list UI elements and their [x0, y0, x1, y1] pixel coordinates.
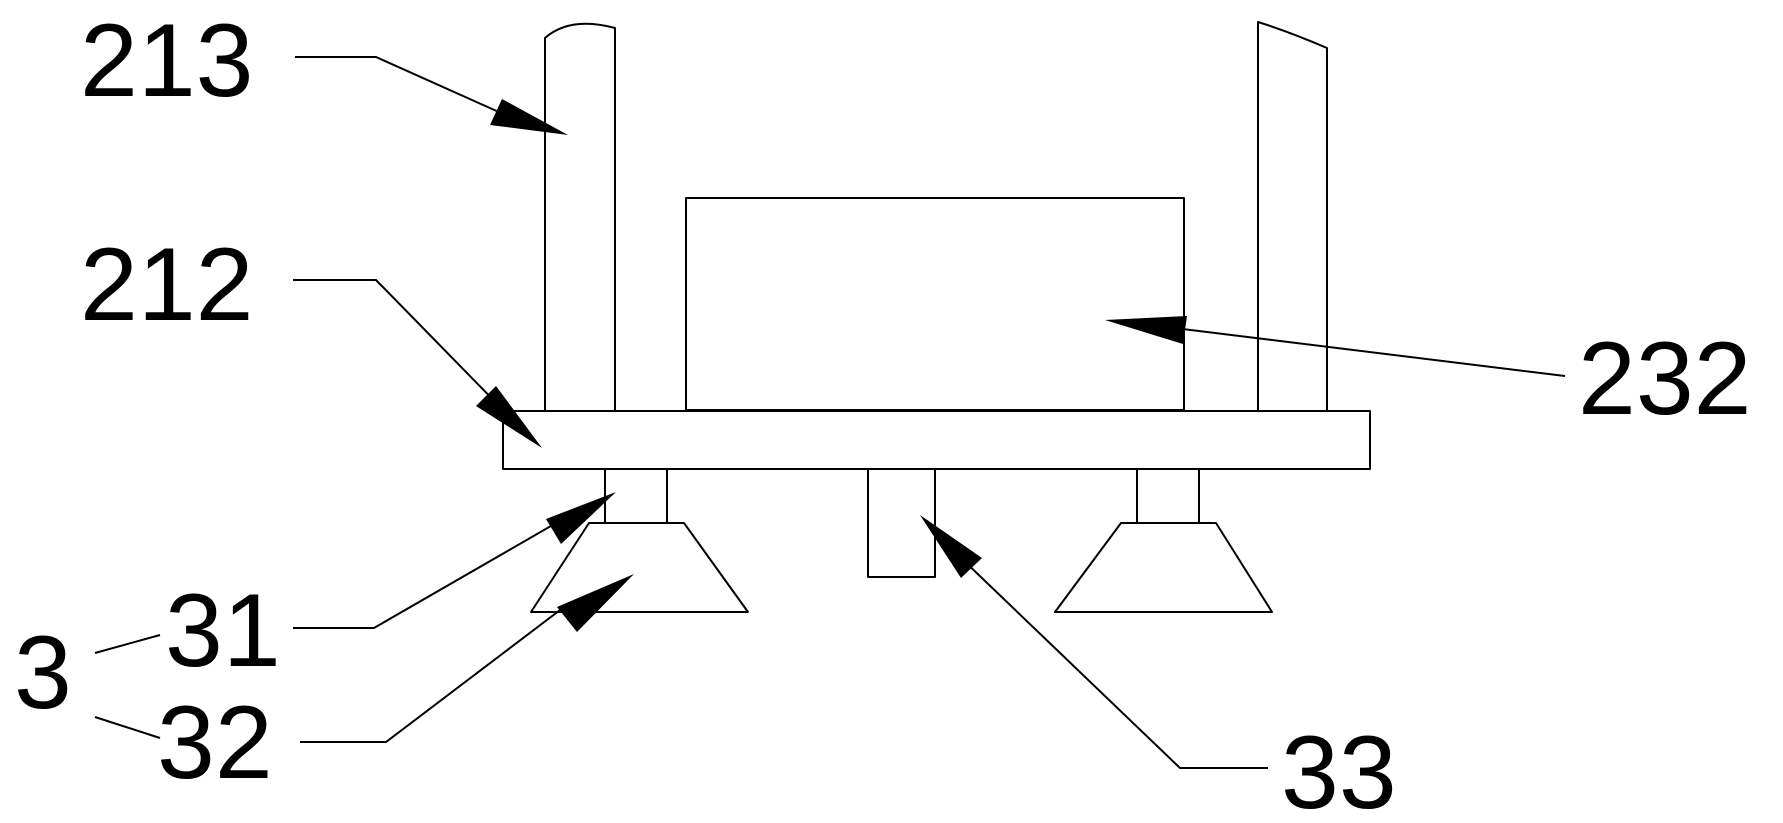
- leader-213: [295, 56, 511, 118]
- arrowhead-32: [557, 574, 634, 632]
- label-213: 213: [80, 3, 254, 119]
- bracket-3-upper: [94, 634, 161, 654]
- left-post: [544, 22, 616, 411]
- arrowhead-212: [476, 386, 542, 448]
- leader-33: [959, 556, 1268, 769]
- label-31: 31: [165, 573, 281, 689]
- arrowhead-33: [920, 515, 982, 578]
- bracket-3-lower: [94, 716, 161, 739]
- left-stem: [604, 468, 668, 524]
- center-pin: [867, 468, 936, 578]
- central-block: [685, 197, 1185, 411]
- label-33: 33: [1281, 715, 1397, 823]
- leader-32: [300, 603, 569, 743]
- base-plate: [502, 410, 1371, 470]
- right-stem: [1136, 468, 1200, 524]
- leader-31: [293, 514, 571, 629]
- right-post: [1257, 21, 1328, 411]
- leader-212: [293, 279, 511, 418]
- arrowhead-213: [490, 99, 568, 135]
- label-212: 212: [80, 227, 254, 343]
- label-32: 32: [157, 685, 273, 801]
- leader-232: [1149, 324, 1566, 377]
- left-suction-cup: [530, 522, 749, 613]
- label-232: 232: [1578, 321, 1752, 437]
- arrowhead-232: [1105, 316, 1187, 344]
- right-suction-cup: [1054, 522, 1273, 613]
- arrowhead-31: [546, 492, 616, 544]
- label-3: 3: [14, 615, 72, 731]
